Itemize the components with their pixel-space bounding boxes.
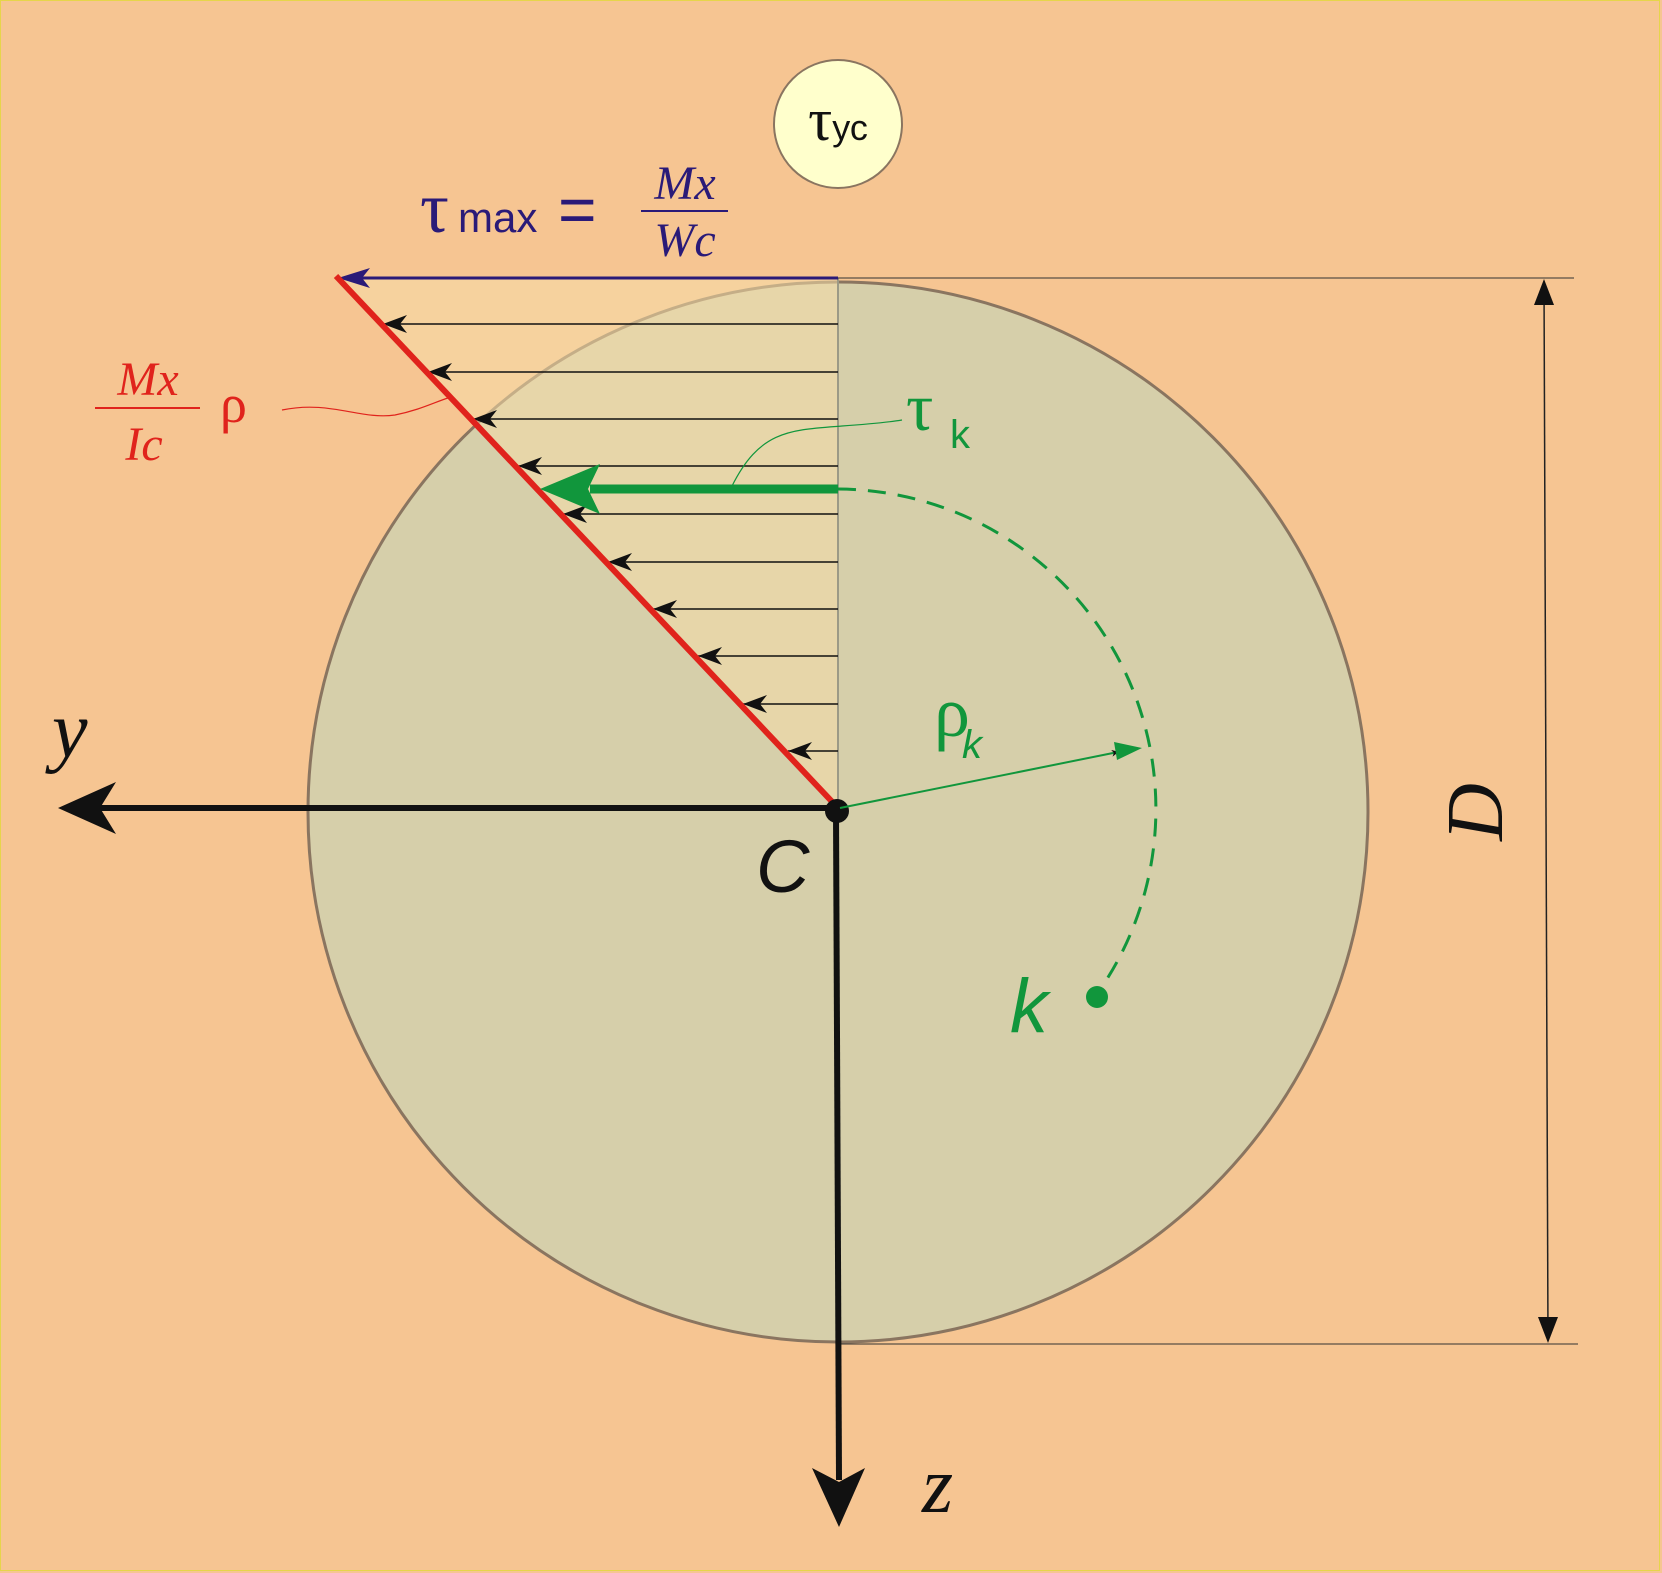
stress-arrows <box>383 315 838 760</box>
arrowhead-icon <box>1534 279 1554 305</box>
rho-k-arrow <box>839 749 1119 809</box>
tau-k-symbol: τ <box>906 369 933 445</box>
rho-k-label: ρ k <box>934 672 984 767</box>
arrowhead-icon <box>58 782 116 834</box>
tau-max-subscript: max <box>458 194 537 241</box>
arrowhead-icon <box>1538 1317 1558 1343</box>
tau-max-denominator: Wc <box>654 214 715 267</box>
y-axis-label: y <box>45 687 88 775</box>
arrowhead-icon <box>1114 742 1142 760</box>
tau-k-subscript: k <box>950 413 971 457</box>
arrowhead-icon <box>428 363 452 381</box>
arrowhead-icon <box>563 505 587 523</box>
rho-k-arc <box>837 487 1158 995</box>
dimension-label: D <box>1432 783 1520 842</box>
arrowhead-icon <box>518 457 542 475</box>
z-axis <box>812 811 865 1527</box>
rho-k-symbol: ρ <box>934 672 970 752</box>
badge-symbol: τ <box>808 87 832 153</box>
arrowhead-icon <box>698 647 722 665</box>
tau-max-equals: = <box>558 172 597 246</box>
tau-k-label: τ k <box>906 369 971 457</box>
arrowhead-icon <box>812 1468 865 1527</box>
arrowhead-icon <box>743 695 767 713</box>
dimension-line <box>1543 281 1549 1341</box>
arrowhead-icon <box>540 464 600 514</box>
arrowhead-icon <box>653 600 677 618</box>
stress-distribution-line <box>333 273 841 811</box>
tau-max-numerator: Mx <box>653 157 715 210</box>
z-axis-label: z <box>921 1442 953 1530</box>
max-stress-arrow <box>338 268 838 288</box>
distribution-variable: ρ <box>220 374 247 434</box>
y-axis <box>58 782 838 834</box>
distribution-numerator: Mx <box>116 353 178 406</box>
tau-k-arrow <box>540 464 838 514</box>
distribution-denominator: Ic <box>124 418 162 471</box>
tau-max-formula: τ max = Mx Wc <box>420 157 728 267</box>
point-k-label: k <box>1010 964 1052 1049</box>
distribution-leader-line <box>281 397 449 417</box>
distribution-formula: Mx Ic ρ <box>95 353 247 471</box>
arrowhead-icon <box>383 315 407 333</box>
tau-k-leader-line <box>731 419 903 487</box>
rho-k-subscript: k <box>962 723 984 767</box>
center-label: C <box>756 825 810 908</box>
point-k <box>1086 986 1108 1008</box>
svg-text:τус: τус <box>808 87 868 153</box>
center-point <box>825 799 849 823</box>
arrowhead-icon <box>473 410 497 428</box>
tau-max-symbol: τ <box>420 168 449 248</box>
arrowhead-icon <box>608 553 632 571</box>
arrowhead-icon <box>788 742 812 760</box>
arrowhead-icon <box>338 268 370 288</box>
badge-subscript: ус <box>832 107 868 148</box>
badge: τус <box>773 59 903 189</box>
